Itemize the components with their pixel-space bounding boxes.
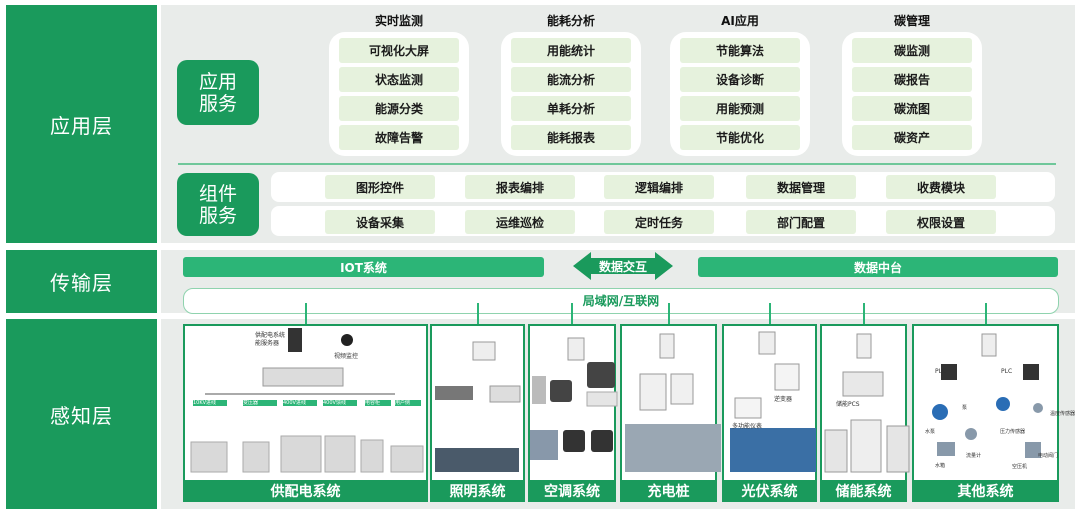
connector-line [985, 303, 987, 325]
iot-system-bar: IOT系统 [183, 257, 544, 277]
system-label-text: 其他系统 [957, 484, 1014, 500]
system-label: 其他系统 [912, 480, 1059, 502]
server-icon [288, 328, 302, 352]
application-layer-label: 应用层 [6, 5, 157, 243]
pcs-label: 储能PCS [836, 401, 860, 408]
power-tag: 用户侧 [395, 400, 411, 406]
power-tag: 10KV进线 [193, 400, 217, 406]
network-bar: 局域网/互联网 [183, 288, 1059, 314]
camera-icon [341, 334, 353, 346]
system-label-text: 供配电系统 [270, 484, 341, 500]
system-label: 储能系统 [820, 480, 907, 502]
app-function-chip: 节能优化 [680, 125, 800, 150]
perception-layer-label: 感知层 [6, 319, 157, 509]
system-label-text: 充电桩 [647, 484, 690, 500]
component-service-block: 组件 服务 [177, 173, 259, 236]
server-label: 供配电系统 能服务器 [255, 332, 286, 347]
plc-label-1: PLC [935, 368, 947, 375]
column-title: AI应用 [721, 14, 759, 28]
component-chip: 图形控件 [325, 175, 435, 199]
app-function-chip: 状态监测 [339, 67, 459, 92]
connector-line [571, 303, 573, 325]
app-function-chip: 碳流图 [852, 96, 972, 121]
connector-line [668, 303, 670, 325]
device-label: 电动阀门 [1038, 453, 1059, 459]
system-label-text: 空调系统 [544, 484, 600, 500]
column-title: 能耗分析 [546, 14, 595, 28]
connector-line [769, 303, 771, 325]
app-function-chip: 单耗分析 [511, 96, 631, 121]
app-service-text-2: 服务 [198, 92, 237, 115]
app-function-chip: 用能统计 [511, 38, 631, 63]
app-function-chip: 能流分析 [511, 67, 631, 92]
component-chip: 权限设置 [886, 210, 996, 234]
perception-layer-text: 感知层 [50, 403, 113, 428]
transport-layer-text: 传输层 [50, 271, 113, 295]
component-chip: 收费模块 [886, 175, 996, 199]
app-function-chip: 碳报告 [852, 67, 972, 92]
device-label: 压力传感器 [1000, 429, 1026, 435]
device-label: 流量计 [966, 453, 982, 459]
app-function-chip: 可视化大屏 [339, 38, 459, 63]
component-service-text-2: 服务 [198, 204, 237, 227]
component-chip: 部门配置 [746, 210, 856, 234]
connector-line [305, 303, 307, 325]
component-chip: 设备采集 [325, 210, 435, 234]
application-layer-text: 应用层 [50, 113, 113, 138]
system-label: 空调系统 [528, 480, 616, 502]
system-label-text: 储能系统 [835, 484, 892, 500]
system-label: 光伏系统 [722, 480, 817, 502]
inverter-label: 逆变器 [774, 396, 793, 403]
data-center-bar: 数据中台 [698, 257, 1058, 277]
app-service-block: 应用 服务 [177, 60, 259, 125]
column-title: 实时监测 [374, 14, 423, 28]
data-exchange-arrow-icon [573, 252, 673, 280]
app-function-chip: 设备诊断 [680, 67, 800, 92]
system-label: 照明系统 [430, 480, 525, 502]
app-function-chip: 故障告警 [339, 125, 459, 150]
app-function-chip: 能耗报表 [511, 125, 631, 150]
data-exchange-label: 数据交互 [571, 250, 675, 282]
plc-label-2: PLC [1001, 368, 1013, 375]
iot-system-text: IOT系统 [340, 260, 387, 275]
system-label: 供配电系统 [183, 480, 428, 502]
component-chip: 定时任务 [604, 210, 714, 234]
app-function-chip: 碳监测 [852, 38, 972, 63]
transport-layer-label: 传输层 [6, 250, 157, 313]
app-function-chip: 碳资产 [852, 125, 972, 150]
system-box [430, 324, 525, 502]
camera-label: 视频监控 [334, 353, 359, 360]
meter-label: 多功能仪表 [732, 423, 763, 430]
app-service-text-1: 应用 [198, 70, 237, 93]
component-service-text-1: 组件 [198, 182, 237, 205]
system-label: 充电桩 [620, 480, 717, 502]
device-label: 水泵 [925, 429, 936, 435]
column-title: 碳管理 [893, 14, 930, 28]
component-chip: 运维巡检 [465, 210, 575, 234]
power-tag: 400V馈线 [323, 400, 346, 406]
component-chip: 逻辑编排 [604, 175, 714, 199]
system-label-text: 照明系统 [449, 484, 506, 500]
device-label: 温度传感器 [1050, 411, 1076, 417]
component-chip: 数据管理 [746, 175, 856, 199]
data-center-text: 数据中台 [853, 260, 902, 275]
power-tag: 变压器 [243, 400, 259, 406]
network-text: 局域网/互联网 [582, 294, 660, 308]
component-chip: 报表编排 [465, 175, 575, 199]
device-illustrations [190, 328, 1043, 473]
data-exchange-text: 数据交互 [598, 259, 647, 274]
device-label: 水箱 [935, 463, 946, 469]
app-function-chip: 能源分类 [339, 96, 459, 121]
system-label-text: 光伏系统 [741, 484, 798, 500]
device-label: 泵 [962, 405, 968, 411]
device-label: 空压机 [1012, 464, 1028, 470]
app-function-chip: 节能算法 [680, 38, 800, 63]
power-tag: 电容柜 [365, 400, 381, 406]
divider-line [178, 163, 1056, 165]
power-tag: 400V进线 [283, 400, 306, 406]
connector-line [863, 303, 865, 325]
connector-line [477, 303, 479, 325]
app-function-chip: 用能预测 [680, 96, 800, 121]
